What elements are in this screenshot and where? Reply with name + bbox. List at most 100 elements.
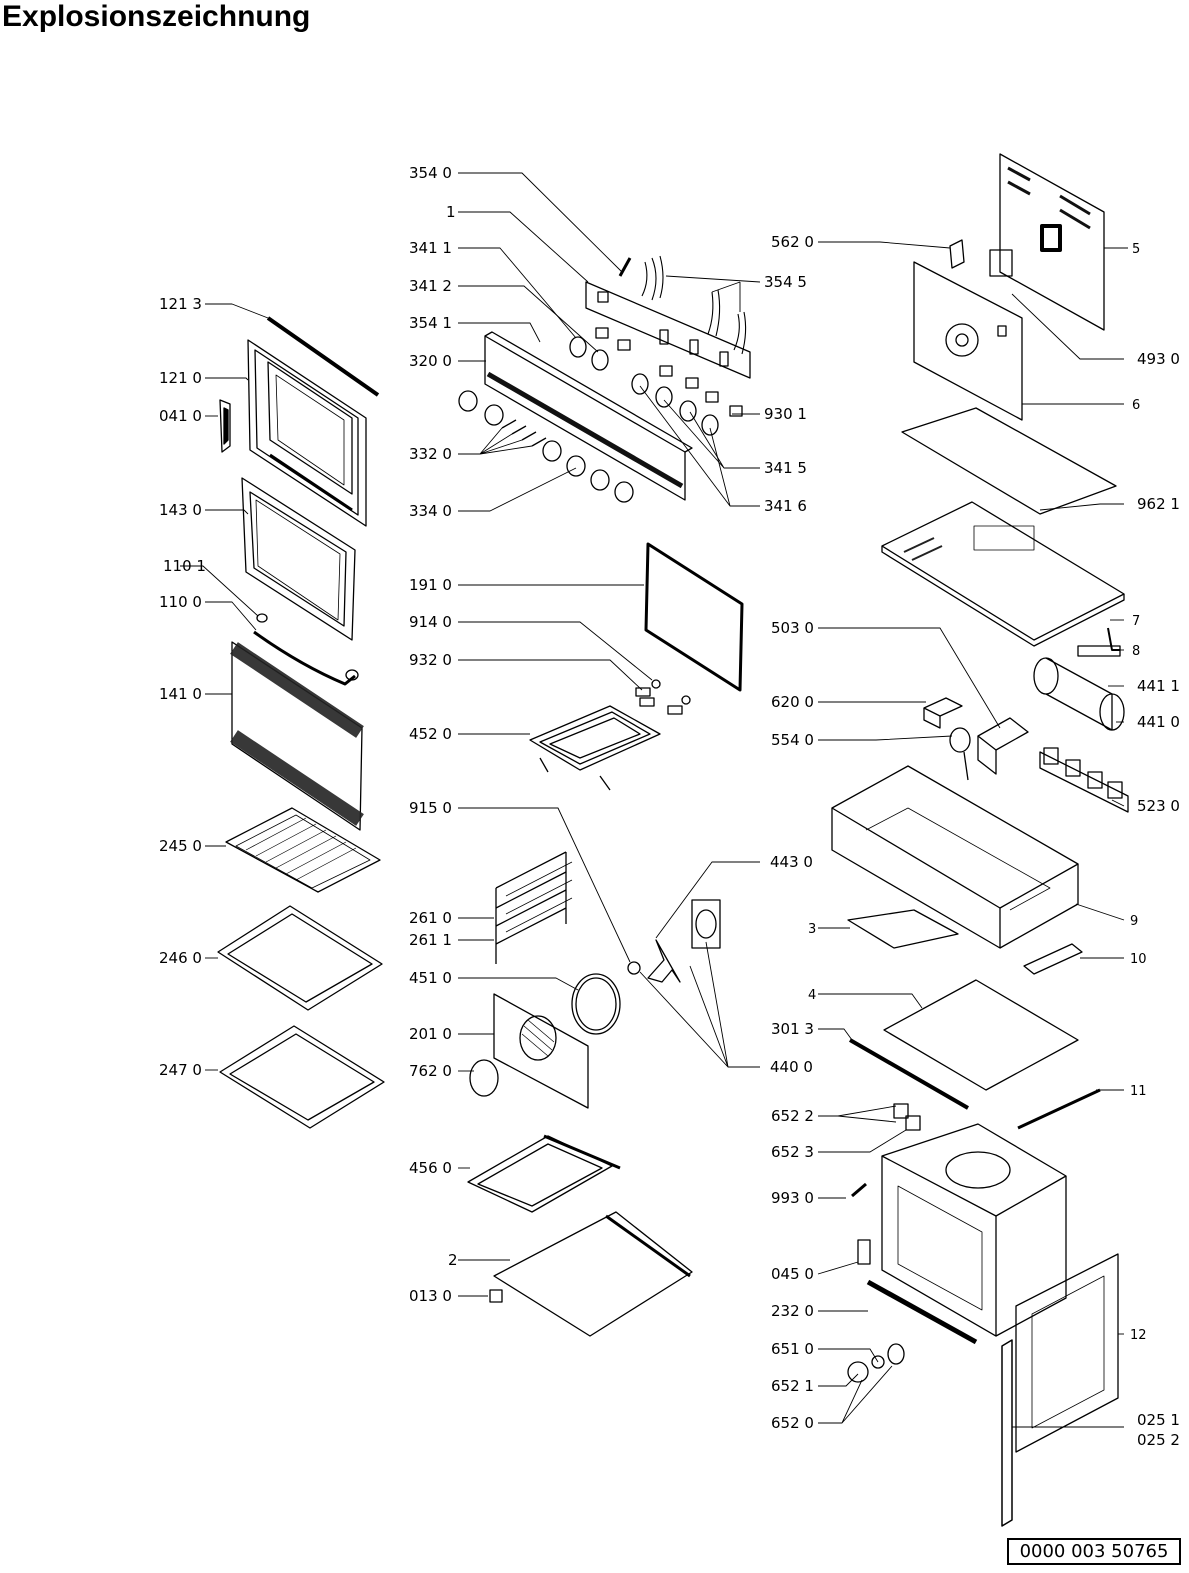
- fixing-pin: [1107, 627, 1120, 651]
- housing-frame: [831, 765, 1079, 949]
- thermostat-block: [989, 249, 1013, 277]
- label-7: 7: [1132, 614, 1141, 629]
- fan-motor: [691, 899, 721, 949]
- rod: [1017, 1088, 1101, 1130]
- label-452-0: 452 0: [409, 725, 452, 743]
- label-456-0: 456 0: [409, 1159, 452, 1177]
- label-025-2: 025 2: [1137, 1431, 1180, 1449]
- wire-rack: [225, 807, 381, 893]
- switch-assembly: [1039, 747, 1129, 813]
- door-handle-bracket: [253, 613, 359, 686]
- label-143-0: 143 0: [159, 501, 202, 519]
- side-panel: [883, 979, 1079, 1091]
- label-8: 8: [1132, 644, 1141, 659]
- door-trim-strip: [266, 316, 380, 397]
- label-443-0: 443 0: [770, 853, 813, 871]
- bottom-rail: [849, 1038, 969, 1110]
- fan-guard-ring: [571, 973, 621, 1035]
- side-door-frame: [1015, 1253, 1119, 1453]
- label-451-0: 451 0: [409, 969, 452, 987]
- label-441-0: 441 0: [1137, 713, 1180, 731]
- label-025-1: 025 1: [1137, 1411, 1180, 1429]
- label-121-0: 121 0: [159, 369, 202, 387]
- label-503-0: 503 0: [771, 619, 814, 637]
- control-circuit-board: [585, 281, 751, 379]
- label-914-0: 914 0: [409, 613, 452, 631]
- timer-switch: [949, 727, 971, 781]
- label-3: 3: [808, 922, 817, 937]
- label-320-0: 320 0: [409, 352, 452, 370]
- label-652-0: 652 0: [771, 1414, 814, 1432]
- inner-door-frame: [241, 477, 356, 641]
- door-glass-panel: [230, 641, 364, 831]
- label-10: 10: [1130, 952, 1147, 967]
- document-number-box: 0000 003 50765: [1007, 1538, 1181, 1565]
- label-191-0: 191 0: [409, 576, 452, 594]
- label-141-0: 141 0: [159, 685, 202, 703]
- back-cover: [999, 153, 1105, 331]
- shelf-supports: [495, 851, 573, 964]
- lamp-holder: [893, 1103, 921, 1131]
- label-045-0: 045 0: [771, 1265, 814, 1283]
- door-seal: [644, 542, 744, 692]
- hinge-block: [857, 1239, 871, 1265]
- bottom-heating-element: [467, 1134, 621, 1213]
- label-247-0: 247 0: [159, 1061, 202, 1079]
- label-110-1: 110 1: [163, 557, 206, 575]
- label-6: 6: [1132, 398, 1141, 413]
- front-trim: [866, 1279, 978, 1345]
- label-261-1: 261 1: [409, 931, 452, 949]
- outer-door-frame: [247, 339, 367, 527]
- screw: [851, 1182, 867, 1198]
- label-523-0: 523 0: [1137, 797, 1180, 815]
- control-knobs: [458, 390, 634, 503]
- label-232-0: 232 0: [771, 1302, 814, 1320]
- label-915-0: 915 0: [409, 799, 452, 817]
- label-762-0: 762 0: [409, 1062, 452, 1080]
- label-11: 11: [1130, 1084, 1147, 1099]
- bracket-small: [949, 239, 965, 269]
- label-261-0: 261 0: [409, 909, 452, 927]
- deep-tray: [219, 1025, 385, 1129]
- label-354-5: 354 5: [764, 273, 807, 291]
- door-hinge: [219, 399, 231, 453]
- top-cover: [881, 501, 1125, 647]
- label-620-0: 620 0: [771, 693, 814, 711]
- label-341-5: 341 5: [764, 459, 807, 477]
- foot: [489, 1289, 503, 1303]
- cable-harness: [618, 255, 747, 355]
- label-12: 12: [1130, 1328, 1147, 1343]
- knob-springs: [595, 327, 743, 417]
- label-962-1: 962 1: [1137, 495, 1180, 513]
- rear-panel-cover: [469, 1059, 499, 1097]
- oven-base-plate: [493, 1211, 693, 1337]
- label-121-3: 121 3: [159, 295, 202, 313]
- cable-channel: [847, 909, 959, 949]
- label-301-3: 301 3: [771, 1020, 814, 1038]
- label-932-0: 932 0: [409, 651, 452, 669]
- top-heating-element: [529, 705, 661, 791]
- label-041-0: 041 0: [159, 407, 202, 425]
- label-4: 4: [808, 988, 817, 1003]
- label-9: 9: [1130, 914, 1139, 929]
- small-cover-plate: [1023, 943, 1083, 975]
- label-930-1: 930 1: [764, 405, 807, 423]
- oven-lamp: [847, 1343, 905, 1383]
- label-441-1: 441 1: [1137, 677, 1180, 695]
- terminal-block: [923, 697, 963, 729]
- rear-panel: [493, 993, 589, 1109]
- label-5: 5: [1132, 242, 1141, 257]
- label-341-2: 341 2: [409, 277, 452, 295]
- label-554-0: 554 0: [771, 731, 814, 749]
- label-201-0: 201 0: [409, 1025, 452, 1043]
- control-panel-fascia: [484, 331, 693, 501]
- element-fixings: [635, 679, 691, 715]
- label-334-0: 334 0: [409, 502, 452, 520]
- oven-cavity: [881, 1123, 1067, 1337]
- relay-board: [977, 717, 1029, 775]
- label-341-6: 341 6: [764, 497, 807, 515]
- knob-discs: [569, 336, 719, 436]
- insulation-mat: [901, 407, 1117, 515]
- label-110-0: 110 0: [159, 593, 202, 611]
